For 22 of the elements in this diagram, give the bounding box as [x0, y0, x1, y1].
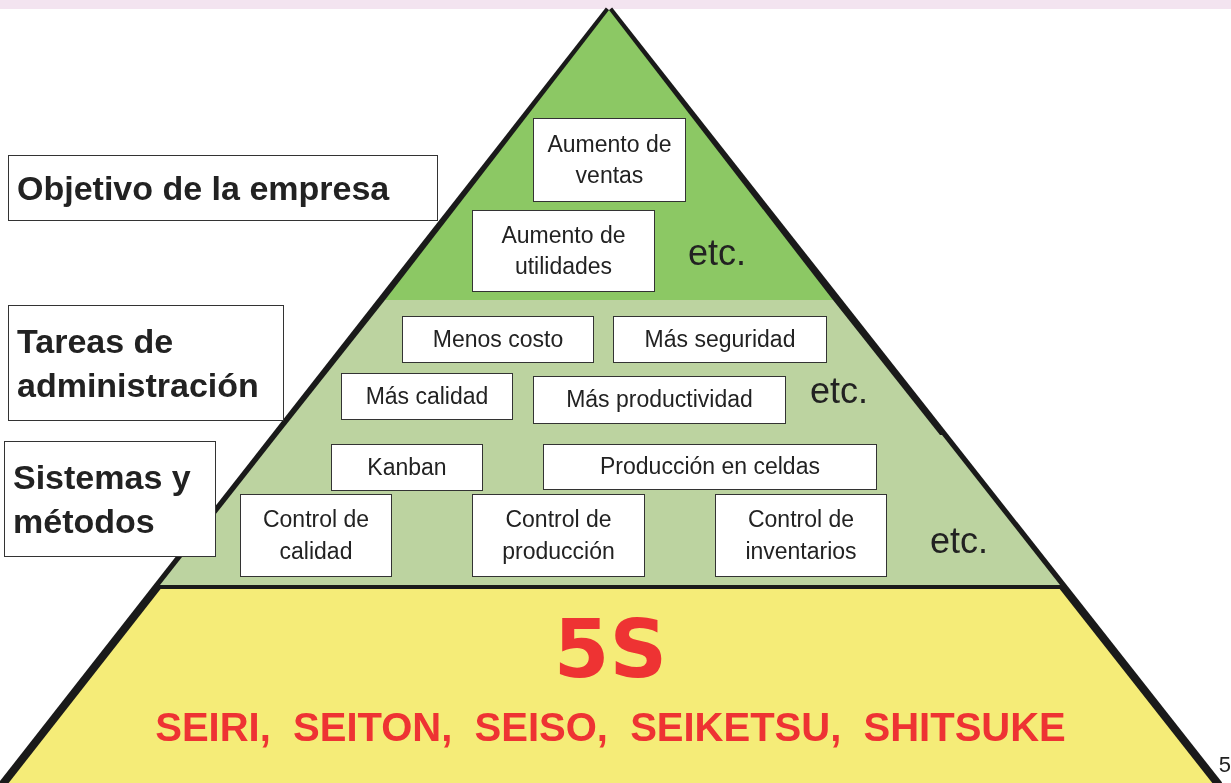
item-box: Aumento de utilidades: [472, 210, 655, 292]
etc-text: etc.: [810, 370, 869, 412]
section-label: Sistemas y métodos: [4, 441, 216, 557]
page-number: 5: [1218, 752, 1231, 778]
pyramid-middle-section: [278, 300, 940, 435]
etc-text: etc.: [688, 232, 747, 274]
item-box: Menos costo: [402, 316, 594, 363]
section-label: Objetivo de la empresa: [8, 155, 438, 221]
item-box: Más productividad: [533, 376, 786, 424]
item-box: Control de calidad: [240, 494, 392, 577]
item-box: Control de inventarios: [715, 494, 887, 577]
item-box: Aumento de ventas: [533, 118, 686, 202]
item-box: Kanban: [331, 444, 483, 491]
pyramid-lower-section: [160, 435, 1060, 585]
item-box: Más calidad: [341, 373, 513, 420]
item-box: Producción en celdas: [543, 444, 877, 490]
main-heading: 5S: [552, 605, 669, 695]
item-box: Más seguridad: [613, 316, 827, 363]
item-box: Control de producción: [472, 494, 645, 577]
section-label: Tareas de administración: [8, 305, 284, 421]
etc-text: etc.: [930, 520, 989, 562]
subheading: SEIRI, SEITON, SEISO, SEIKETSU, SHITSUKE: [154, 704, 1067, 751]
